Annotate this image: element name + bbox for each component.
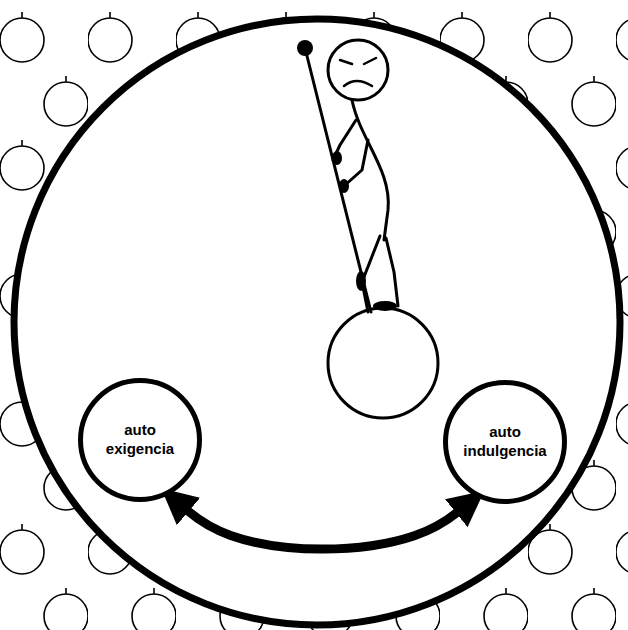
eye [340, 60, 352, 64]
body [352, 100, 388, 240]
knee [356, 271, 366, 291]
circle-outline [446, 383, 565, 502]
circle-node: auto exigencia [78, 378, 202, 502]
pole-knob [297, 40, 313, 56]
hand [332, 151, 342, 165]
balance-ball [328, 308, 438, 418]
mouth [344, 81, 372, 86]
circle-outline [81, 381, 200, 500]
face [340, 58, 376, 86]
arm [344, 140, 368, 186]
eye [364, 58, 376, 64]
outer-circle [14, 19, 620, 625]
node-label: auto indulgencia [459, 423, 551, 461]
node-label: auto exigencia [94, 421, 186, 459]
leg [362, 236, 380, 312]
double-arrow [180, 504, 464, 549]
foot [373, 301, 397, 311]
leg [386, 238, 398, 306]
head [328, 40, 388, 100]
hand [339, 179, 349, 193]
circle-node: auto indulgencia [443, 380, 567, 504]
